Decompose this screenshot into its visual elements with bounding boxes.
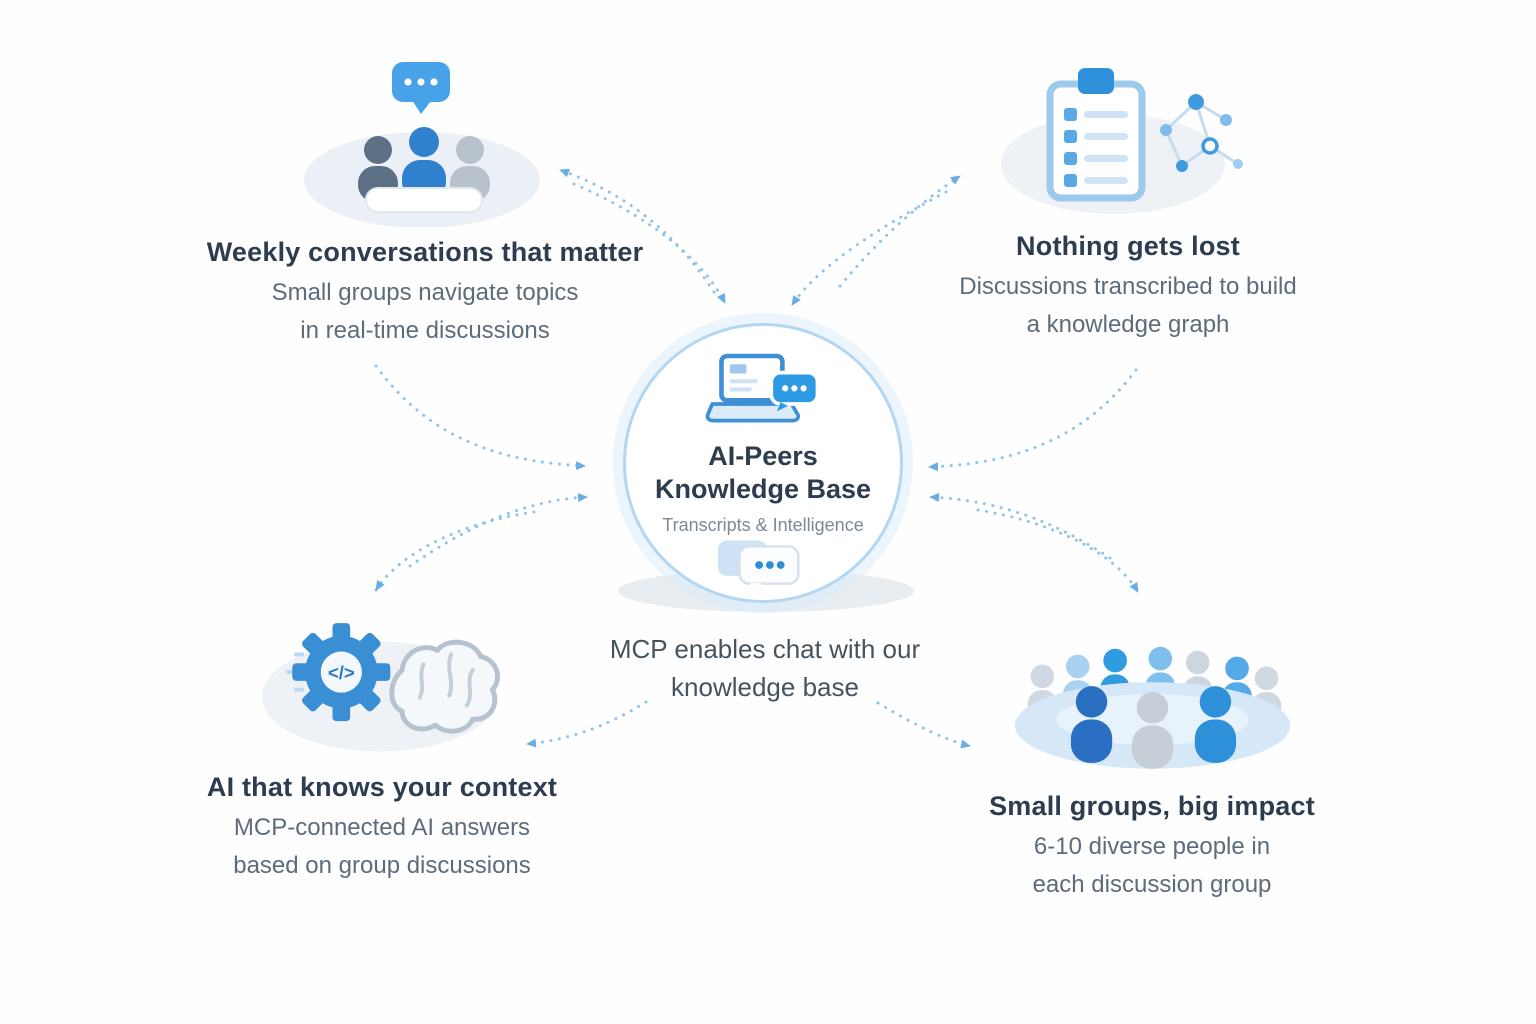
node-desc-top-left-line1: Small groups navigate topics [271,279,579,306]
chat-bubble-icon [716,534,814,605]
arrow-center-to-top-right-icon [838,174,962,288]
transcript-knowledge-graph-icon [1001,68,1243,214]
node-bottom-left: </> AI that knows your context MCP-conne… [112,592,652,885]
node-desc-top-right-line1: Discussions transcribed to build [959,273,1297,300]
arrow-bottom-right-to-center [928,492,1112,560]
node-title-bottom-left: AI that knows your context [206,772,558,802]
arrow-caption-to-bottom-right [876,701,972,749]
group-discussion-icon [304,62,540,227]
center-caption-line1: MCP enables chat with our [609,634,921,664]
arrow-center-to-top-left-icon [558,168,716,294]
node-desc-bottom-left-line1: MCP-connected AI answers [233,814,531,841]
node-desc-top-right-line2: a knowledge graph [1026,311,1230,338]
node-desc-top-left-line2: in real-time discussions [300,317,550,344]
arrow-center-to-bottom-left-icon [374,510,536,592]
center-title-line2: Knowledge Base [654,474,872,504]
node-top-right: Nothing gets lost Discussions transcribe… [858,66,1398,344]
center-caption: MCP enables chat with our knowledge base [498,630,1032,706]
code-glyph: </> [328,662,355,683]
center-subtitle: Transcripts & Intelligence [662,515,864,535]
node-title-top-left: Weekly conversations that matter [206,237,644,267]
laptop-chat-icon [705,353,820,423]
arrow-top-right-to-center [790,190,948,307]
node-title-bottom-right: Small groups, big impact [989,791,1315,821]
center-title-line1: AI-Peers [708,441,818,471]
arrow-top-right-text-to-center [927,368,1138,472]
arrow-top-left-text-to-center [374,364,587,471]
node-desc-bottom-right-line1: 6-10 diverse people in [1033,833,1271,860]
arrow-bottom-left-to-center [408,492,589,568]
center-caption-line2: knowledge base [671,672,859,702]
arrow-center-to-bottom-right-icon [976,508,1140,594]
node-desc-bottom-left-line2: based on group discussions [233,852,531,879]
node-top-left: Weekly conversations that matter Small g… [155,62,695,350]
node-bottom-right: Small groups, big impact 6-10 diverse pe… [882,606,1422,904]
node-desc-bottom-right-line2: each discussion group [1032,871,1272,898]
gear-code-brain-icon: </> [261,623,500,752]
node-title-top-right: Nothing gets lost [1016,231,1240,261]
discussion-table-icon [1014,646,1290,769]
